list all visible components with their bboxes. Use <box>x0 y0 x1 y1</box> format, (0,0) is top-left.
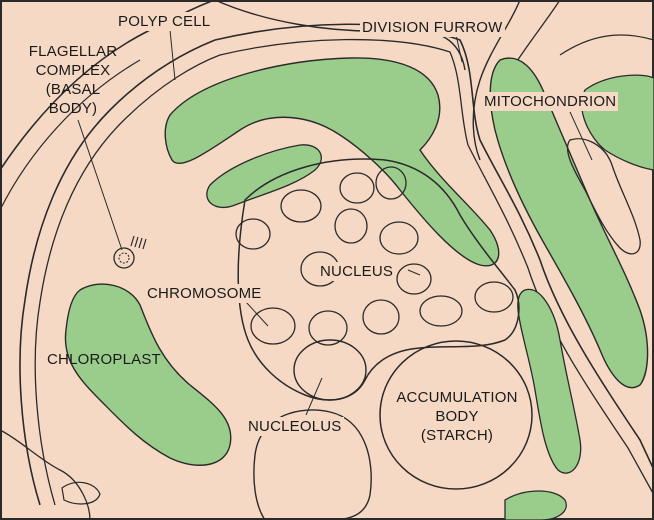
label-nucleolus: NUCLEOLUS <box>246 417 344 436</box>
label-accumulation-line-1: ACCUMULATION <box>390 388 524 407</box>
chromosome-1 <box>340 173 374 203</box>
chromosome-12 <box>251 308 295 344</box>
label-accumulation-body: ACCUMULATION BODY (STARCH) <box>390 388 524 445</box>
chromosome-9 <box>420 296 462 326</box>
chromosome-4 <box>335 209 367 243</box>
label-mitochondrion: MITOCHONDRION <box>482 92 618 111</box>
label-chloroplast: CHLOROPLAST <box>47 350 161 369</box>
chloroplast-bottom <box>505 491 566 520</box>
label-flagellar-line-4: BODY) <box>20 99 126 118</box>
leader-nucleus <box>408 270 420 275</box>
label-accumulation-line-2: BODY <box>390 407 524 426</box>
label-polyp-cell: POLYP CELL <box>116 12 212 31</box>
chromosome-5 <box>380 222 418 254</box>
chromosome-11 <box>363 300 399 334</box>
chloroplast-small <box>207 145 322 208</box>
leader-flagellar <box>78 120 122 250</box>
chloroplast-left <box>65 284 230 465</box>
basal-body-inner <box>119 253 129 263</box>
bottom-left-compartment <box>0 430 90 520</box>
label-division-furrow: DIVISION FURROW <box>360 18 505 37</box>
label-nucleus: NUCLEUS <box>318 262 395 281</box>
label-chromosome: CHROMOSOME <box>145 284 264 303</box>
flagellum-lines <box>131 236 146 249</box>
chromosome-8 <box>397 264 431 294</box>
label-flagellar-line-1: FLAGELLAR <box>20 42 126 61</box>
label-accumulation-line-3: (STARCH) <box>390 426 524 445</box>
nucleolus-shape <box>294 340 366 400</box>
label-flagellar-line-2: COMPLEX <box>20 61 126 80</box>
chromosome-10 <box>475 282 513 312</box>
right-cell-outline-2 <box>560 35 654 55</box>
chloroplast-right-top <box>582 75 654 170</box>
label-flagellar-complex: FLAGELLAR COMPLEX (BASAL BODY) <box>20 42 126 118</box>
basal-body-icon <box>114 248 134 268</box>
leader-chromosome <box>246 302 268 326</box>
chloroplast-right-lower <box>518 289 581 473</box>
chromosome-3 <box>281 190 321 222</box>
leader-polyp <box>170 30 175 80</box>
label-flagellar-line-3: (BASAL <box>20 80 126 99</box>
small-vacuole <box>62 482 100 504</box>
